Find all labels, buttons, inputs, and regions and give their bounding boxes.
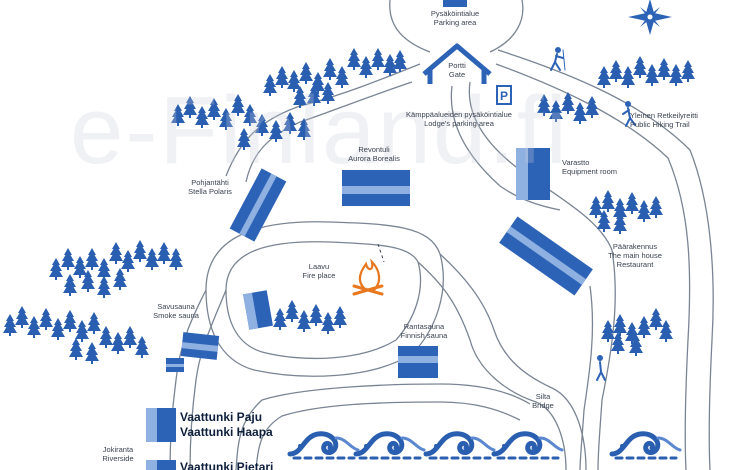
aurora-borealis-building: [342, 170, 410, 206]
river-waves: [290, 434, 680, 458]
buildings: [146, 0, 593, 470]
parking-sign-building: [443, 0, 467, 7]
wave-icon: [356, 434, 424, 458]
wave-icon: [290, 434, 358, 458]
cabin-name: Vaattunki Paju: [180, 410, 263, 424]
hiker-icon: [622, 101, 636, 127]
svg-text:P: P: [500, 89, 508, 103]
fire-place-shelter-building: [243, 290, 273, 330]
main-house-building: [499, 216, 593, 296]
wave-icon: [612, 434, 680, 458]
hiker-icon: [550, 47, 566, 71]
road-network: [169, 0, 714, 470]
parking-icon: P: [496, 85, 512, 105]
wave-icon: [426, 434, 494, 458]
campfire-icon: [352, 258, 384, 296]
smoke-sauna-building: [180, 332, 220, 360]
riverside-cabin-1: [146, 408, 176, 442]
cabin-name: Vaattunki Haapa: [180, 425, 273, 439]
riverside-cabin-2: [146, 460, 176, 470]
cabin-name: Vaattunki Pietari: [180, 460, 274, 470]
wave-icon: [494, 434, 562, 458]
compass-rose-icon: [628, 0, 672, 35]
finnish-sauna-building: [398, 346, 438, 378]
gate-icon: [422, 43, 492, 84]
equipment-room-building: [516, 148, 550, 200]
cabin-name-list: Vaattunki Paju Vaattunki Haapa: [180, 410, 273, 440]
hiker-icon: [596, 355, 606, 381]
stella-polaris-building: [229, 168, 287, 242]
